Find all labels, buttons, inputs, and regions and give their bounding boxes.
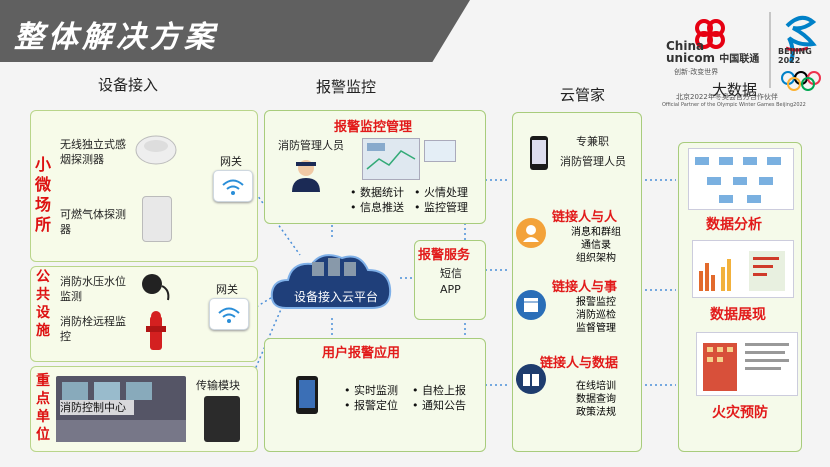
link-data-title: 链接人与数据 — [540, 356, 619, 371]
partner-en: Official Partner of the Olympic Winter G… — [662, 102, 806, 108]
monitor-chart-screen — [424, 140, 456, 162]
alarm-mgmt-bullet-4: • 监控管理 — [414, 201, 468, 214]
calendar-link-icon — [516, 290, 546, 320]
fire-prevention-label: 火灾预防 — [712, 405, 768, 421]
column-title-alarm-monitor: 报警监控 — [316, 78, 377, 96]
column-title-device-access: 设备接入 — [98, 76, 159, 94]
data-analysis-diagram — [688, 148, 794, 210]
bullet-fire-handling: 火情处理 — [424, 186, 468, 199]
column-title-big-data: 大数据 — [712, 81, 758, 99]
column-title-cloud-manager: 云管家 — [560, 86, 606, 104]
link-people-line-2: 通信录 — [581, 240, 611, 251]
data-display-charts — [692, 240, 794, 298]
brand-en-2: unicom — [666, 51, 716, 65]
partner-cn: 北京2022年冬奥会官方合作伙伴 — [676, 93, 778, 101]
user-alarm-bullet-1: • 实时监测 — [344, 384, 398, 397]
user-alarm-bullet-4: • 通知公告 — [412, 399, 466, 412]
alarm-service-title: 报警服务 — [418, 248, 471, 263]
link-affairs-line-2: 消防巡检 — [576, 310, 616, 321]
data-display-label: 数据展现 — [710, 307, 766, 323]
link-people-list: 消息和群组 通信录 组织架构 — [566, 226, 626, 265]
pressure-sensor-icon — [138, 272, 172, 302]
people-link-icon — [516, 218, 546, 248]
gateway-wifi-icon-1 — [213, 170, 253, 202]
mobile-phone-icon — [530, 136, 548, 170]
partner-logo-area — [662, 8, 830, 116]
link-affairs-title: 链接人与事 — [552, 280, 618, 295]
alarm-service-sms: 短信 — [440, 267, 462, 280]
page-title: 整体解决方案 — [14, 20, 218, 55]
link-affairs-line-3: 监督管理 — [576, 323, 616, 334]
transmission-module-icon — [204, 396, 240, 442]
alarm-mgmt-title: 报警监控管理 — [334, 120, 413, 135]
cloud-platform-icon — [268, 248, 402, 318]
gas-detector-icon — [142, 196, 172, 242]
link-people-title: 链接人与人 — [552, 210, 618, 225]
phone-icon — [296, 376, 318, 414]
brand-en-1: China — [666, 39, 705, 53]
cloud-platform-label: 设备接入云平台 — [294, 290, 379, 304]
brand-cn: 中国联通 — [719, 54, 760, 65]
link-data-line-1: 在线培训 — [576, 381, 616, 392]
alarm-service-panel — [414, 240, 486, 320]
link-affairs-line-1: 报警监控 — [576, 297, 616, 308]
olympic-rings-icon — [781, 71, 821, 91]
bullet-monitor-mgmt: 监控管理 — [424, 201, 468, 214]
key-units-label: 重点单位 — [36, 373, 50, 443]
transmission-module-label: 传输模块 — [196, 379, 240, 392]
smoke-detector-icon — [134, 126, 178, 170]
hydrant-monitor-label: 消防栓远程监控 — [60, 315, 126, 343]
unicom-knot-icon — [695, 19, 725, 49]
link-data-line-3: 政策法规 — [576, 407, 616, 418]
book-data-icon — [516, 364, 546, 394]
public-facilities-label: 公共设施 — [36, 269, 50, 339]
smoke-detector-label: 无线独立式感烟探测器 — [60, 138, 126, 166]
gateway-label-2: 网关 — [216, 283, 238, 296]
bullet-info-push: 信息推送 — [360, 201, 404, 214]
link-data-list: 在线培训 数据查询 政策法规 — [566, 380, 626, 419]
user-alarm-title: 用户报警应用 — [322, 346, 401, 361]
logo-graphics — [695, 12, 821, 91]
data-analysis-label: 数据分析 — [706, 217, 762, 233]
bullet-notice: 通知公告 — [422, 399, 466, 412]
alarm-mgmt-bullet-3: • 信息推送 — [350, 201, 404, 214]
link-data-line-2: 数据查询 — [576, 394, 616, 405]
alarm-service-app: APP — [440, 283, 461, 296]
link-affairs-list: 报警监控 消防巡检 监督管理 — [566, 296, 626, 335]
alarm-mgmt-bullet-1: • 数据统计 — [350, 186, 404, 199]
alarm-mgmt-bullet-2: • 火情处理 — [414, 186, 468, 199]
header-banner — [0, 0, 470, 62]
gas-detector-label: 可燃气体探测器 — [60, 208, 126, 236]
cloud-role-2: 消防管理人员 — [560, 155, 626, 168]
user-alarm-bullet-2: • 自检上报 — [412, 384, 466, 397]
bullet-data-stats: 数据统计 — [360, 186, 404, 199]
cloud-role-1: 专兼职 — [576, 135, 609, 148]
fire-hydrant-icon — [144, 310, 168, 352]
officer-avatar-icon — [290, 158, 322, 192]
small-venue-label: 小微场所 — [34, 155, 51, 234]
link-people-line-1: 消息和群组 — [571, 227, 621, 238]
beijing-2022-label: BEIJING 2022 — [778, 47, 812, 65]
slogan: 创新·改变世界 — [674, 68, 719, 76]
gateway-label-1: 网关 — [220, 155, 242, 168]
user-alarm-bullet-3: • 报警定位 — [344, 399, 398, 412]
control-center-label: 消防控制中心 — [60, 400, 134, 415]
gateway-wifi-icon-2 — [209, 298, 249, 330]
fire-manager-role: 消防管理人员 — [278, 139, 344, 152]
link-people-line-3: 组织架构 — [576, 253, 616, 264]
fire-prevention-image — [696, 332, 798, 396]
bullet-alarm-location: 报警定位 — [354, 399, 398, 412]
beijing-2022-emblem-icon — [785, 15, 817, 63]
monitor-map-screen — [362, 138, 420, 180]
bullet-self-check: 自检上报 — [422, 384, 466, 397]
water-pressure-label: 消防水压水位监测 — [60, 275, 126, 303]
bullet-realtime: 实时监测 — [354, 384, 398, 397]
